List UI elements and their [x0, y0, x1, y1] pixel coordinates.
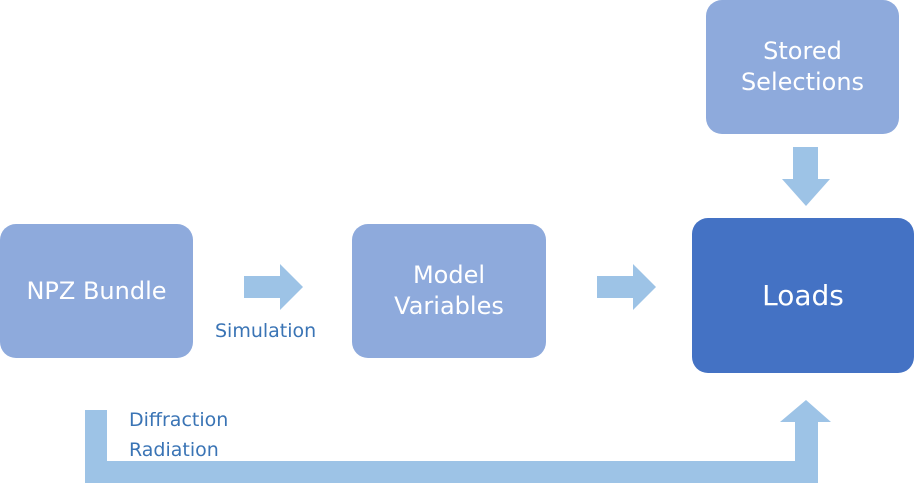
- edge-label-diffraction-radiation: Diffraction Radiation: [129, 409, 229, 461]
- node-npz-bundle: NPZ Bundle: [0, 224, 193, 358]
- edge-label-simulation: Simulation: [215, 320, 317, 342]
- node-loads: Loads: [692, 218, 914, 373]
- arrow-stored-to-loads: [782, 147, 830, 206]
- node-model-variables: Model Variables: [352, 224, 546, 358]
- arrow-npz-to-model: [244, 264, 303, 310]
- arrow-model-to-loads: [597, 264, 656, 310]
- arrow-npz-to-loads-bottom: [85, 400, 831, 483]
- node-stored-selections: Stored Selections: [706, 0, 899, 134]
- node-stored-selections-label: Stored Selections: [740, 37, 865, 96]
- node-loads-label: Loads: [762, 278, 844, 312]
- node-model-variables-label: Model Variables: [394, 261, 504, 320]
- node-npz-bundle-label: NPZ Bundle: [26, 276, 167, 305]
